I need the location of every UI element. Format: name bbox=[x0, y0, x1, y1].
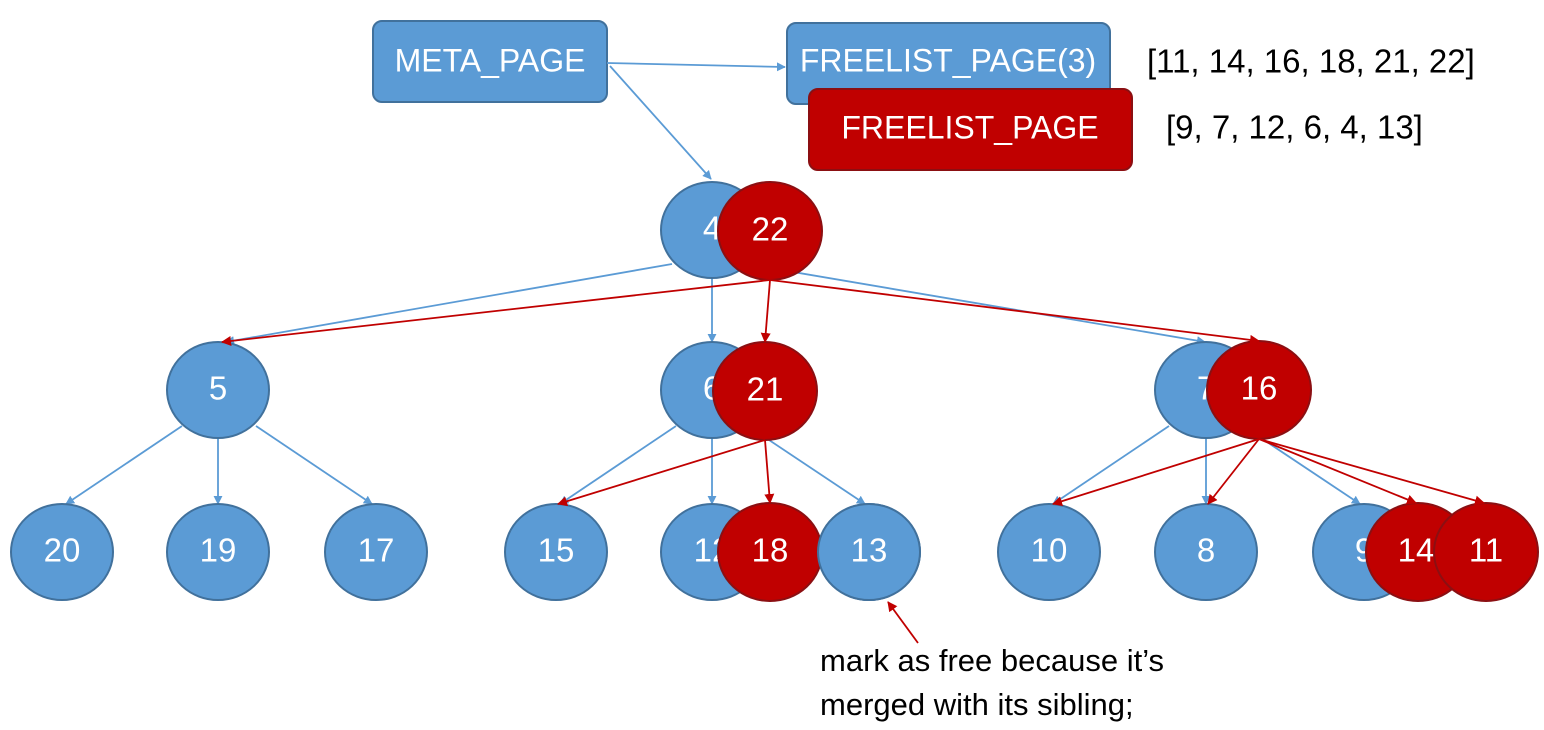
edge-21-to-18 bbox=[764, 439, 775, 504]
node-20: 20 bbox=[10, 503, 114, 601]
node-14-label: 14 bbox=[1398, 532, 1435, 569]
node-11: 11 bbox=[1433, 502, 1539, 602]
meta-page-box: META_PAGE bbox=[372, 20, 608, 103]
edge-4-to-5 bbox=[225, 263, 673, 346]
edge-16-to-8 bbox=[1207, 438, 1260, 505]
node-18-label: 18 bbox=[752, 532, 789, 569]
edge-16-to-11 bbox=[1258, 438, 1485, 506]
node-17-label: 17 bbox=[358, 532, 395, 569]
node-16-label: 16 bbox=[1241, 370, 1278, 407]
node-15-label: 15 bbox=[538, 532, 575, 569]
edge-21-to-15 bbox=[557, 439, 766, 507]
node-20-label: 20 bbox=[44, 532, 81, 569]
annotation-line-2: merged with its sibling; bbox=[820, 687, 1134, 722]
new-freelist-ids: [9, 7, 12, 6, 4, 13] bbox=[1166, 109, 1423, 146]
old-tree-edges bbox=[65, 62, 1361, 505]
node-5-label: 5 bbox=[209, 370, 227, 407]
annotation-line-1: mark as free because it’s bbox=[820, 643, 1164, 678]
node-16: 16 bbox=[1206, 340, 1312, 440]
edge-5-to-17 bbox=[255, 425, 373, 505]
edge-4-to-7 bbox=[751, 264, 1206, 346]
node-21: 21 bbox=[712, 341, 818, 441]
node-15: 15 bbox=[504, 503, 608, 601]
node-10-label: 10 bbox=[1031, 532, 1068, 569]
edge-22-to-5 bbox=[221, 279, 771, 346]
node-4-label: 4 bbox=[703, 210, 721, 247]
edge-meta-to-freelist bbox=[606, 62, 786, 72]
node-8: 8 bbox=[1154, 503, 1258, 601]
edge-16-to-14 bbox=[1258, 438, 1417, 505]
node-5: 5 bbox=[166, 341, 270, 439]
annotation-note: mark as free because it’s merged with it… bbox=[820, 643, 1164, 722]
node-22: 22 bbox=[717, 181, 823, 281]
edge-22-to-16 bbox=[769, 279, 1260, 345]
node-13-over: 13 bbox=[817, 503, 921, 601]
new-tree-edges bbox=[221, 279, 1485, 644]
annotation-arrow bbox=[887, 601, 919, 644]
node-11-label: 11 bbox=[1469, 532, 1503, 569]
node-21-label: 21 bbox=[747, 371, 784, 408]
node-8-label: 8 bbox=[1197, 532, 1215, 569]
node-22-label: 22 bbox=[752, 211, 789, 248]
freelist-page-old-box: FREELIST_PAGE(3) bbox=[786, 22, 1111, 105]
node-19: 19 bbox=[166, 503, 270, 601]
freelist-page-old-label: FREELIST_PAGE(3) bbox=[800, 42, 1096, 78]
edge-7-to-10 bbox=[1052, 425, 1170, 505]
edge-22-to-21 bbox=[760, 279, 771, 343]
node-18: 18 bbox=[717, 502, 823, 602]
old-freelist-ids: [11, 14, 16, 18, 21, 22] bbox=[1147, 43, 1475, 80]
node-19-label: 19 bbox=[200, 532, 237, 569]
node-10: 10 bbox=[997, 503, 1101, 601]
node-13-label-front: 13 bbox=[851, 532, 888, 569]
freelist-page-new-label: FREELIST_PAGE bbox=[841, 109, 1098, 145]
edge-6-to-15 bbox=[559, 425, 677, 505]
edge-meta-to-root bbox=[609, 65, 712, 180]
freelist-page-new-box: FREELIST_PAGE bbox=[808, 88, 1133, 171]
edge-16-to-10 bbox=[1052, 438, 1260, 507]
new-tree-nodes: 22 21 16 18 13 14 11 bbox=[712, 181, 1539, 602]
node-17: 17 bbox=[324, 503, 428, 601]
meta-page-label: META_PAGE bbox=[395, 42, 586, 78]
edge-5-to-20 bbox=[65, 425, 183, 505]
